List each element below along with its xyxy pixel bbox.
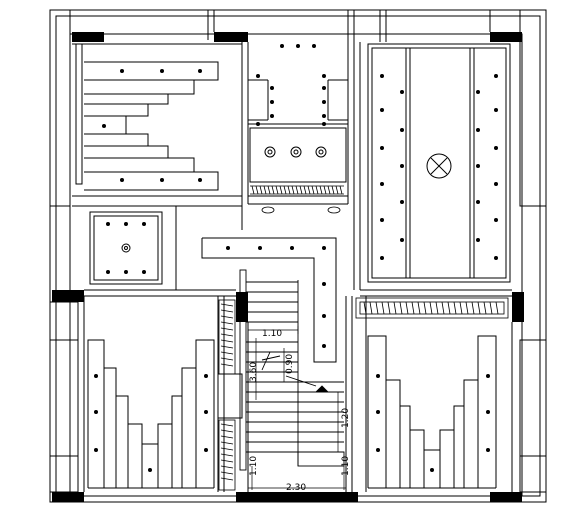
partition-walls bbox=[49, 9, 547, 493]
spotlight-icon bbox=[106, 222, 146, 274]
dimension-total-width: 2.30 bbox=[286, 483, 306, 493]
dimension-stair-width: 1.10 bbox=[262, 329, 282, 339]
downlight-icon bbox=[380, 74, 498, 260]
dimension-landing-left: 1.10 bbox=[249, 456, 259, 476]
structural-columns bbox=[52, 32, 524, 502]
linear-grille bbox=[250, 185, 344, 214]
dimension-flight-length-left: 3.60 bbox=[249, 362, 259, 382]
room-top-middle-ceiling bbox=[248, 79, 348, 205]
dimension-landing-right: 1.10 bbox=[341, 456, 351, 476]
downlight-icon bbox=[102, 69, 202, 182]
dimension-lines bbox=[247, 326, 346, 490]
spotlight-icon bbox=[256, 44, 326, 126]
dimension-flight-length: 0.90 bbox=[285, 354, 295, 374]
room-top-right-ceiling bbox=[367, 43, 511, 283]
dimension-stair-height: 1.20 bbox=[341, 408, 351, 428]
corridor-ceiling bbox=[201, 237, 337, 363]
room-left-middle-ceiling bbox=[89, 211, 163, 285]
ceiling-light-icon bbox=[264, 146, 327, 158]
room-bottom-left-ceiling bbox=[87, 339, 215, 489]
downlight-icon bbox=[376, 374, 490, 472]
downlight-icon bbox=[226, 246, 326, 348]
downlight-icon bbox=[94, 374, 208, 472]
staircase bbox=[239, 269, 345, 471]
room-bottom-right-ceiling bbox=[367, 335, 497, 489]
ceiling-fan-icon bbox=[426, 153, 452, 179]
ceiling-light-icon bbox=[121, 243, 131, 253]
linear-grille bbox=[218, 297, 509, 491]
room-top-left-ceiling bbox=[75, 43, 219, 191]
